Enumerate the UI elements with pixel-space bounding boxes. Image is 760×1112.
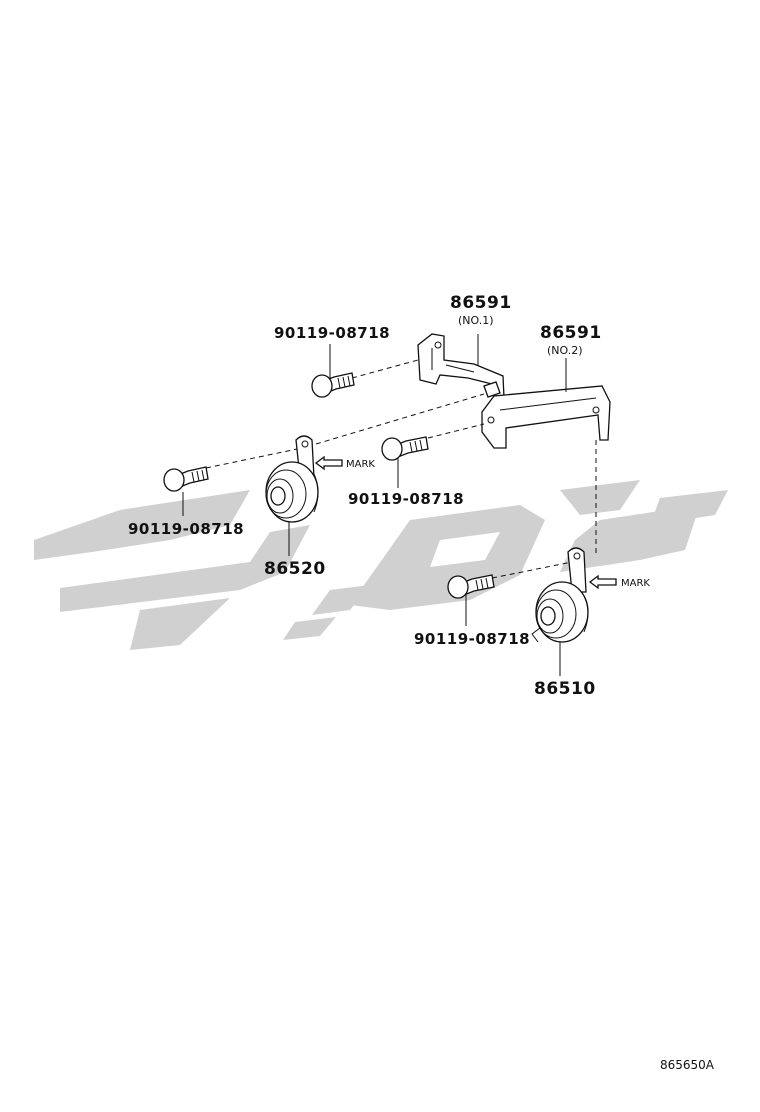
horn-low[interactable] xyxy=(265,435,319,523)
label-bolt-left: 90119-08718 xyxy=(128,520,244,538)
leader-lines xyxy=(182,334,567,676)
label-bracket-no1-sub: (NO.1) xyxy=(458,314,494,327)
mark-arrow-right-icon xyxy=(588,574,617,590)
bolt-mid[interactable] xyxy=(381,436,429,461)
label-horn-high: 86510 xyxy=(534,679,596,699)
label-mark-right: MARK xyxy=(621,578,650,589)
watermark-logo xyxy=(34,480,728,650)
label-bracket-no2-sub: (NO.2) xyxy=(547,344,583,357)
bracket-no1[interactable] xyxy=(417,333,505,401)
label-mark-left: MARK xyxy=(346,459,375,470)
assembly-dash-lines xyxy=(205,359,597,579)
bolt-top[interactable] xyxy=(311,372,355,398)
label-bracket-no2-part: 86591 xyxy=(540,323,602,343)
bolt-left[interactable] xyxy=(163,466,209,492)
mark-arrow-left-icon xyxy=(314,455,343,471)
label-bolt-lower-right: 90119-08718 xyxy=(414,630,530,648)
bracket-no2[interactable] xyxy=(481,385,611,449)
label-horn-low: 86520 xyxy=(264,559,326,579)
label-bracket-no1-part: 86591 xyxy=(450,293,512,313)
label-bolt-mid: 90119-08718 xyxy=(348,490,464,508)
bolt-lower-right[interactable] xyxy=(447,574,495,599)
label-bolt-top: 90119-08718 xyxy=(274,324,390,342)
horn-high[interactable] xyxy=(531,547,589,643)
figure-code: 865650A xyxy=(660,1058,715,1072)
